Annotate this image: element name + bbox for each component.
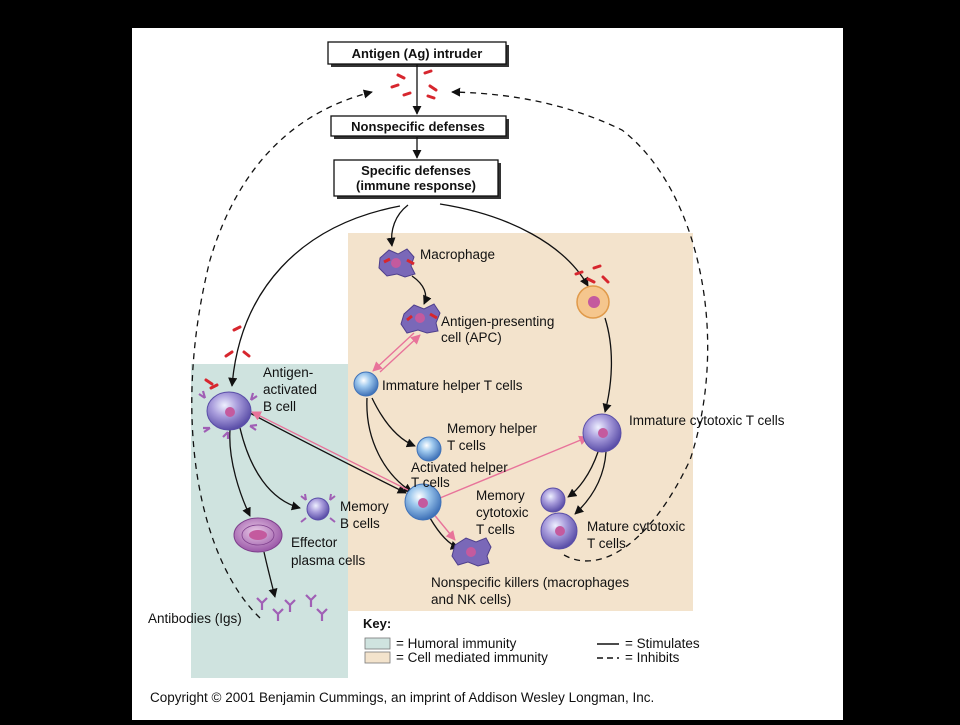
antibody-icons — [256, 594, 328, 621]
antigen-particles-top — [390, 69, 438, 100]
b-cell-label-line3: B cell — [263, 399, 296, 414]
immature-helper-t-cell — [353, 371, 379, 397]
memory-b-cell — [300, 493, 336, 523]
antibodies-label: Antibodies (Igs) — [148, 611, 242, 626]
key-title: Key: — [363, 616, 391, 631]
activated-helper-label-line2: T cells — [411, 475, 450, 490]
memory-helper-t-cell — [416, 436, 442, 462]
apc-label-line1: Antigen-presenting — [441, 314, 554, 329]
copyright-notice: Copyright © 2001 Benjamin Cummings, an i… — [150, 690, 654, 705]
activated-helper-t-cell — [404, 483, 442, 521]
immature-helper-label: Immature helper T cells — [382, 378, 523, 393]
effector-label-line2: plasma cells — [291, 553, 366, 568]
b-cell-label-line2: activated — [263, 382, 317, 397]
mature-cytotoxic-label-line2: T cells — [587, 536, 626, 551]
memory-b-label-line1: Memory — [340, 499, 389, 514]
key-cell-mediated-label: = Cell mediated immunity — [396, 650, 548, 665]
key-stimulates-label: = Stimulates — [625, 636, 700, 651]
memory-cytotoxic-t-cell — [540, 487, 566, 513]
antigen-intruder-label: Antigen (Ag) intruder — [352, 46, 483, 61]
inhibit-arrows — [191, 87, 709, 619]
macrophage-label: Macrophage — [420, 247, 495, 262]
immature-cytotoxic-label: Immature cytotoxic T cells — [629, 413, 785, 428]
macrophage-cell — [378, 248, 416, 278]
cell-mediated-swatch — [364, 651, 391, 664]
b-cell-label-line1: Antigen- — [263, 365, 313, 380]
memory-b-label-line2: B cells — [340, 516, 380, 531]
specific-defenses-box: Specific defenses (immune response) — [333, 159, 501, 199]
cell-mediated-region — [348, 233, 693, 611]
mature-cytotoxic-label-line1: Mature cytotoxic — [587, 519, 686, 534]
antigen-activated-b-cell — [198, 325, 258, 439]
infected-cell — [574, 264, 610, 319]
killers-label-line1: Nonspecific killers (macrophages — [431, 575, 629, 590]
memory-cytotoxic-label-line3: T cells — [476, 522, 515, 537]
memory-helper-label-line1: Memory helper — [447, 421, 538, 436]
key-humoral-label: = Humoral immunity — [396, 636, 517, 651]
key-legend: Key: = Humoral immunity = Cell mediated … — [363, 616, 700, 665]
killers-label-line2: and NK cells) — [431, 592, 511, 607]
mature-cytotoxic-t-cell — [540, 512, 578, 550]
specific-defenses-label-line2: (immune response) — [356, 178, 476, 193]
memory-cytotoxic-label-line2: cytotoxic — [476, 505, 529, 520]
nonspecific-killer-cell — [451, 537, 492, 567]
memory-helper-label-line2: T cells — [447, 438, 486, 453]
activated-helper-label-line1: Activated helper — [411, 460, 508, 475]
key-inhibits-label: = Inhibits — [625, 650, 680, 665]
antigen-intruder-box: Antigen (Ag) intruder — [327, 41, 509, 67]
specific-defenses-label-line1: Specific defenses — [361, 163, 471, 178]
nonspecific-defenses-box: Nonspecific defenses — [330, 115, 509, 139]
effector-plasma-cell — [233, 517, 283, 553]
nonspecific-defenses-label: Nonspecific defenses — [351, 119, 485, 134]
antigen-presenting-cell — [400, 303, 441, 334]
humoral-swatch — [364, 637, 391, 650]
effector-label-line1: Effector — [291, 535, 338, 550]
memory-cytotoxic-label-line1: Memory — [476, 488, 525, 503]
immature-cytotoxic-t-cell — [582, 413, 622, 453]
helper-stimulation-arrows — [251, 332, 589, 541]
apc-label-line2: cell (APC) — [441, 330, 502, 345]
